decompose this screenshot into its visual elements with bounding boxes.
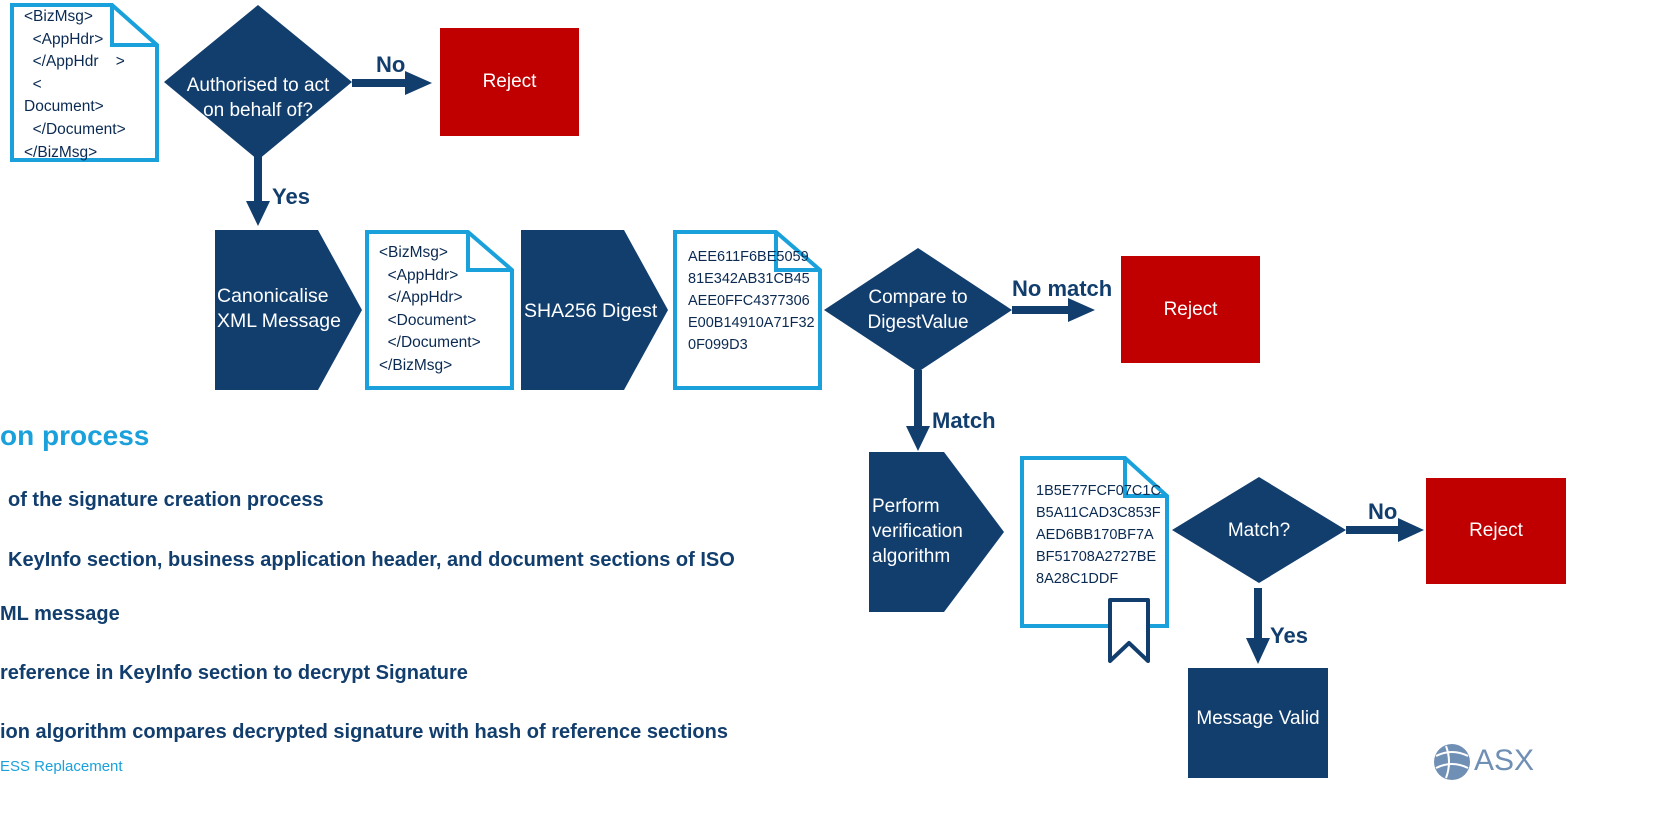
perform-verification-label: Perform verification algorithm (872, 496, 963, 567)
authorised-decision-shape (164, 5, 352, 160)
reject-box-middle: Reject (1121, 256, 1260, 363)
asx-logo-text: ASX (1474, 744, 1535, 777)
compare-decision-shape (824, 248, 1012, 372)
compare-decision-label: Compare to DigestValue (867, 287, 969, 333)
signature-text: 1B5E77FCF07C1CB5A11CAD3C853FAED6BB170BF7… (1036, 483, 1161, 587)
source-xml-text: <BizMsg> <AppHdr> </AppHdr > < Document>… (24, 8, 126, 161)
footer-text: ESS Replacement (0, 758, 123, 775)
bullet-1: of the signature creation process (8, 489, 324, 511)
reject-box-bottom: Reject (1426, 478, 1566, 584)
signature-document-shape (1020, 456, 1169, 628)
canonical-xml-document-fold (466, 232, 512, 272)
bullet-4: reference in KeyInfo section to decrypt … (0, 662, 468, 684)
source-xml-document-fold (110, 5, 157, 47)
digest-text: AEE611F6BE505981E342AB31CB45AEE0FFC43773… (688, 249, 815, 353)
section-title: on process (0, 420, 150, 451)
canonicalise-label: Canonicalise XML Message (217, 285, 341, 332)
canonical-xml-text: <BizMsg> <AppHdr> </AppHdr> <Document> <… (379, 244, 481, 374)
authorised-decision-label: Authorised to act on behalf of? (186, 75, 330, 121)
no-label-bottom: No (1368, 499, 1398, 524)
match-label: Match (932, 408, 996, 433)
arrow-no-match-shaft (1012, 306, 1070, 314)
signature-document-fold (1123, 458, 1167, 498)
sha256-label: SHA256 Digest (524, 300, 658, 322)
bookmark-icon (1108, 598, 1150, 663)
arrow-no-bottom-head (1398, 518, 1424, 542)
yes-label-top: Yes (272, 184, 310, 209)
match-decision-shape (1172, 477, 1346, 583)
message-valid-shape (1188, 668, 1328, 778)
arrow-no-top-head (405, 71, 432, 95)
no-label-top: No (376, 52, 406, 77)
yes-label-bottom: Yes (1270, 623, 1308, 648)
arrow-no-bottom-shaft (1346, 526, 1401, 534)
bullet-3: ML message (0, 603, 120, 625)
arrow-match-head (906, 426, 930, 451)
arrow-yes-top-shaft (254, 148, 262, 203)
arrow-match-shaft (914, 370, 922, 428)
arrow-no-top-shaft (352, 79, 407, 87)
arrow-yes-top-head (246, 201, 270, 226)
arrow-yes-bottom-shaft (1254, 588, 1262, 640)
canonicalise-chevron-shape (215, 230, 362, 390)
message-valid-label: Message Valid (1196, 707, 1320, 729)
sha256-chevron-shape (521, 230, 668, 390)
asx-globe-icon (1434, 744, 1470, 780)
perform-verification-chevron-shape (869, 452, 1004, 612)
arrow-no-match-head (1068, 298, 1095, 322)
no-match-label: No match (1012, 276, 1113, 301)
digest-document-fold (774, 232, 820, 272)
arrow-yes-bottom-head (1246, 638, 1270, 664)
match-decision-label: Match? (1227, 519, 1291, 541)
reject-box-top: Reject (440, 28, 579, 136)
bullet-5: ion algorithm compares decrypted signatu… (0, 721, 728, 743)
bullet-2: KeyInfo section, business application he… (8, 549, 735, 571)
